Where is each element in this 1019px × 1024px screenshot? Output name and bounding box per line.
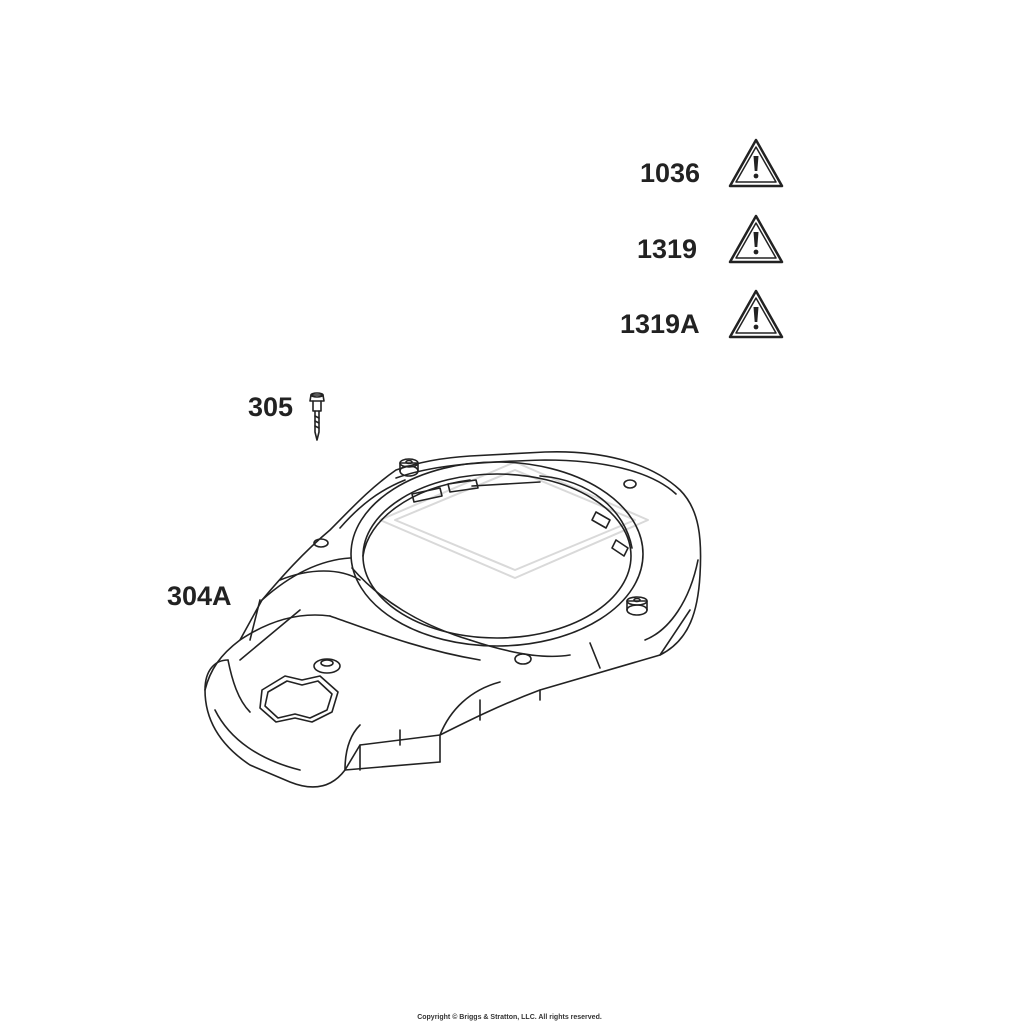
part-number-1036: 1036 — [640, 158, 701, 188]
cap-hexagon — [259, 675, 339, 723]
warning-triangle-icon — [728, 214, 784, 264]
screw-305 — [309, 392, 325, 441]
boss-top-left — [399, 458, 419, 477]
boss-front — [313, 658, 341, 674]
part-number-304a: 304A — [167, 581, 232, 611]
warning-triangle-icon — [728, 138, 784, 188]
part-number-305: 305 — [248, 392, 294, 422]
blower-housing-304a — [204, 450, 702, 788]
warning-triangle-icon — [728, 289, 784, 339]
boss-right — [626, 596, 648, 616]
copyright-notice: Copyright © Briggs & Stratton, LLC. All … — [417, 1014, 602, 1021]
watermark-logo — [379, 461, 649, 579]
part-number-1319a: 1319A — [620, 309, 700, 339]
part-number-1319: 1319 — [637, 234, 698, 264]
